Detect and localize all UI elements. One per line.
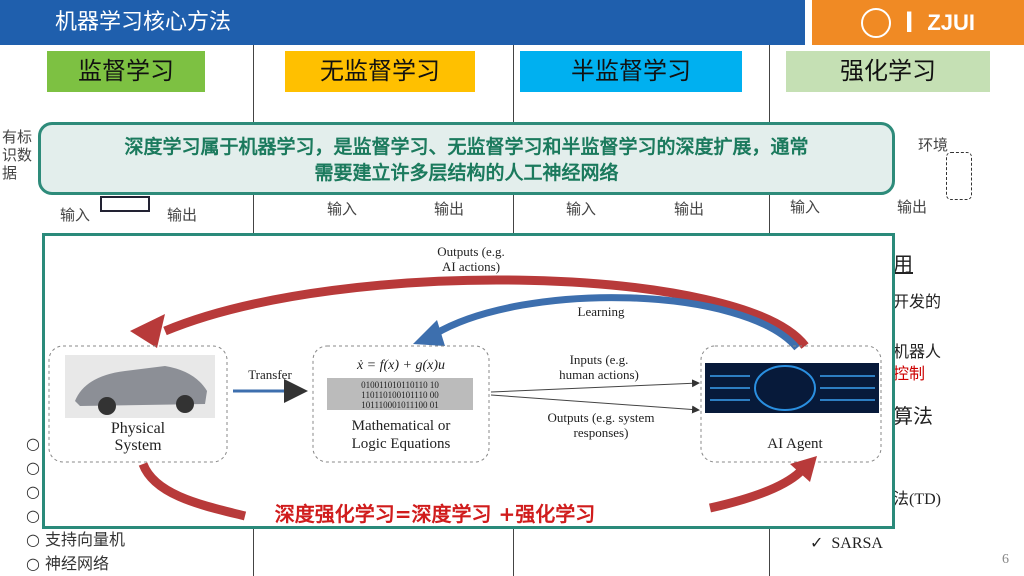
callout-line-2: 需要建立许多层结构的人工神经网络	[314, 162, 619, 184]
car-icon	[75, 366, 207, 406]
zjui-logo: I ZJUI	[812, 0, 1024, 45]
red-arrowhead	[790, 456, 817, 482]
sarsa-label: SARSA	[831, 535, 883, 552]
university-seal-icon	[860, 7, 891, 38]
output-label: 输出	[167, 206, 198, 224]
blue-learning-arc	[433, 294, 800, 351]
text-fragment: 控制	[893, 364, 926, 383]
category-semi-supervised: 半监督学习	[520, 51, 742, 92]
input-label: 输入	[566, 200, 597, 218]
inputs-label: human actions)	[559, 367, 639, 382]
environment-label: 环境	[918, 136, 949, 154]
brain-icon	[754, 365, 816, 411]
category-unsupervised: 无监督学习	[285, 51, 475, 92]
inputs-arrow	[490, 379, 700, 393]
ai-agent-label: AI Agent	[767, 436, 823, 452]
output-label: 输出	[674, 200, 705, 218]
illinois-i-icon: I	[904, 5, 914, 39]
text-fragment: 用	[893, 252, 913, 276]
outputs-arrow	[490, 394, 700, 414]
transfer-label: Transfer	[248, 367, 292, 382]
bullet-nn: 神经网络	[45, 554, 110, 573]
environment-box	[946, 152, 972, 200]
text-fragment: 开发的	[893, 292, 942, 311]
page-number: 6	[1002, 552, 1009, 567]
binary-row: 110110100101110 00	[361, 390, 439, 400]
red-arrowhead	[130, 314, 165, 348]
input-label: 输入	[790, 198, 821, 216]
binary-row: 101110001011100 01	[361, 400, 438, 410]
outputs-ai-label: AI actions)	[442, 259, 500, 274]
equations-label: Logic Equations	[352, 436, 451, 452]
outputs-ai-label: Outputs (e.g.	[437, 244, 505, 259]
output-label: 输出	[434, 200, 465, 218]
category-reinforcement: 强化学习	[786, 51, 990, 92]
physical-system-label: System	[114, 437, 162, 454]
text-fragment: 算法	[893, 404, 933, 428]
diagram-svg: Outputs (e.g. AI actions) Learning Trans…	[48, 244, 882, 526]
output-label: 输出	[897, 198, 928, 216]
outputs-system-label: Outputs (e.g. system	[548, 410, 655, 425]
red-arc-bottom-right	[709, 468, 804, 513]
equations-box	[312, 345, 490, 463]
blue-arrowhead	[413, 320, 445, 346]
drl-diagram: Outputs (e.g. AI actions) Learning Trans…	[42, 233, 895, 529]
binary-block	[327, 378, 473, 410]
red-arc-top	[163, 275, 809, 349]
slide-title: 机器学习核心方法	[0, 0, 805, 45]
circuit-lines-icon	[710, 375, 875, 401]
physical-system-label: Physical	[111, 420, 166, 437]
bullet-svm: 支持向量机	[45, 530, 126, 549]
sarsa-item: ✓ SARSA	[810, 535, 883, 552]
callout-line-1: 深度学习属于机器学习，是监督学习、无监督学习和半监督学习的深度扩展，通常	[124, 136, 809, 158]
logo-text: ZJUI	[927, 9, 976, 35]
input-label: 输入	[327, 200, 358, 218]
car-wheel-icon	[98, 397, 116, 415]
binary-row: 010011010110110 10	[361, 380, 439, 390]
callout-box: 深度学习属于机器学习，是监督学习、无监督学习和半监督学习的深度扩展，通常 需要建…	[38, 122, 895, 195]
inputs-label: Inputs (e.g.	[570, 352, 629, 367]
category-supervised: 监督学习	[47, 51, 205, 92]
text-fragment: 机器人	[893, 342, 942, 361]
car-wheel-icon	[176, 395, 194, 413]
equations-label: Mathematical or	[352, 418, 451, 434]
ai-agent-box	[700, 345, 882, 463]
drl-formula: 深度强化学习=深度学习 +强化学习	[275, 502, 595, 526]
text-fragment: 法(TD)	[893, 491, 941, 508]
physical-system-box	[48, 345, 228, 463]
model-box	[100, 196, 150, 212]
red-arc-bottom-left	[138, 462, 247, 521]
labeled-data-label: 有标识数据	[2, 128, 33, 182]
input-label: 输入	[60, 206, 91, 224]
outputs-system-label: responses)	[574, 425, 629, 440]
equation: ẋ = f(x) + g(x)u	[356, 358, 445, 373]
learning-label: Learning	[578, 304, 625, 319]
bullet-list: ○○○○ ○ 支持向量机 ○ 神经网络	[26, 434, 126, 573]
